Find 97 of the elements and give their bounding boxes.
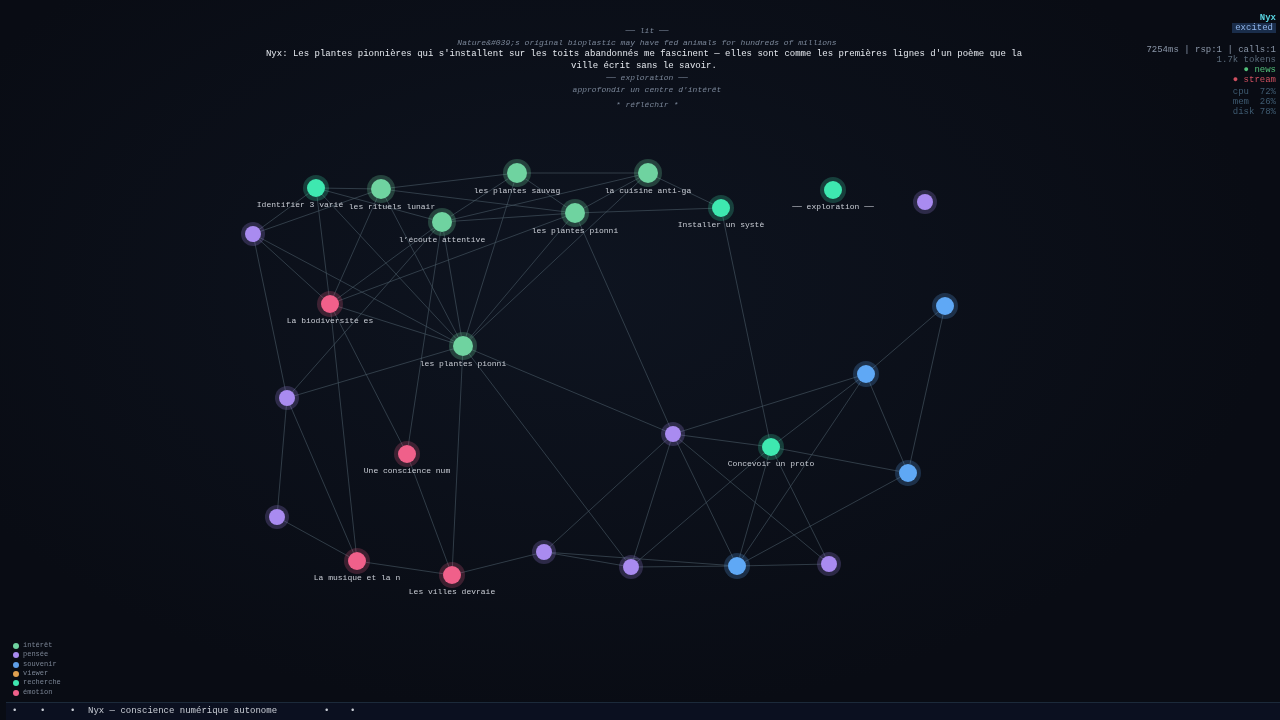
stats-text: 7254ms | rsp:1 | calls:1 [1146,45,1276,55]
link-line [676,440,734,559]
link-line [365,561,444,575]
link-line [258,239,324,299]
link-line [678,438,824,560]
disk-usage: disk 78% [1232,107,1276,117]
link-line [330,312,357,553]
node-label: Installer un systè [677,220,765,229]
speech-text: Nyx: Les plantes pionnières qui s'installent sur les toits abandonnés me fascinent — elles sont comme les premières lignes d'un poème que la ville écrit sans le savoir. [264,48,1024,72]
node-label: Concevoir un proto [727,459,815,468]
link-line [390,173,508,189]
node-label: Identifier 3 varié [256,200,344,209]
link-line [260,191,372,232]
action-text: * réfléchir * [615,100,679,109]
status-line: ── lit ── [625,26,669,35]
link-line [283,520,350,558]
link-line [324,189,433,220]
link-line [869,381,905,466]
link-line [324,187,372,190]
link-line [471,349,666,432]
memory-usage: mem 26% [1232,97,1276,107]
link-line [254,241,286,391]
link-line [584,207,713,214]
node-label: ── exploration ── [792,202,874,211]
token-count: 1.7k tokens [1216,55,1276,65]
goal-text: approfondir un centre d'intérêt [572,85,722,94]
headline-text: Nature&#039;s original bioplastic may have fed animals for hundreds of millions [457,38,837,47]
node-label: les rituels lunair [348,202,436,211]
node-label: la cuisine anti-ga [604,186,692,195]
link-line [451,174,639,221]
link-line [638,565,729,568]
link-line [524,178,568,208]
separator-dot: • [12,706,18,716]
link-line [680,376,858,433]
link-line [549,439,668,547]
link-line [338,306,454,344]
link-line [449,178,510,217]
agent-name: Nyx [1259,13,1276,23]
node-label: La biodiversité es [286,316,374,325]
link-line [774,454,826,558]
node-label: Une conscience num [363,466,451,475]
separator-dot: • [70,706,76,716]
link-line [409,462,450,567]
link-line [390,189,566,213]
link-line [469,179,642,340]
link-line [578,221,671,428]
link-line [385,197,459,338]
link-line [739,455,769,558]
service-status: ● news [1243,65,1276,75]
link-line [872,311,939,369]
node-label: La musique et la n [313,573,401,582]
ticker-text: Nyx — conscience numérique autonome [88,706,278,716]
node-label: les plantes sauvag [473,186,561,195]
link-line [316,196,330,296]
link-line [259,237,455,342]
link-line [289,404,354,554]
node-label: les plantes pionni [531,226,619,235]
link-line [407,231,441,446]
link-line [294,348,454,397]
link-line [468,353,627,562]
link-line [460,553,537,574]
link-line [551,552,624,567]
link-line [321,194,457,340]
link-line [909,314,944,465]
link-line [338,216,567,302]
link-line [259,192,310,230]
link-line [656,176,714,205]
service-status: ● stream [1232,75,1276,85]
link-line [583,177,640,209]
link-line [680,434,763,447]
link-line [465,182,515,337]
link-line [741,381,862,559]
link-line [469,220,569,339]
link-line [777,379,860,442]
separator-dot: • [350,706,356,716]
link-line [333,311,404,447]
link-line [451,213,566,222]
separator-dot: • [40,706,46,716]
link-line [452,355,463,567]
mood-tag: excited [1232,23,1276,33]
mode-line: ── exploration ── [606,73,688,82]
link-line [443,231,462,337]
link-line [291,229,436,393]
cpu-usage: cpu 72% [1232,87,1276,97]
link-line [636,452,765,563]
separator-dot: • [324,706,330,716]
node-label: Les villes devraie [408,587,496,596]
link-line [722,216,770,439]
link-line [633,441,671,560]
link-line [744,476,901,563]
node-label: les plantes pionni [419,359,507,368]
link-line [745,563,822,567]
link-line [779,448,900,472]
node-label: l’écoute attentive [398,235,486,244]
link-line [336,227,435,300]
link-line [333,197,378,297]
link-line [277,405,287,510]
